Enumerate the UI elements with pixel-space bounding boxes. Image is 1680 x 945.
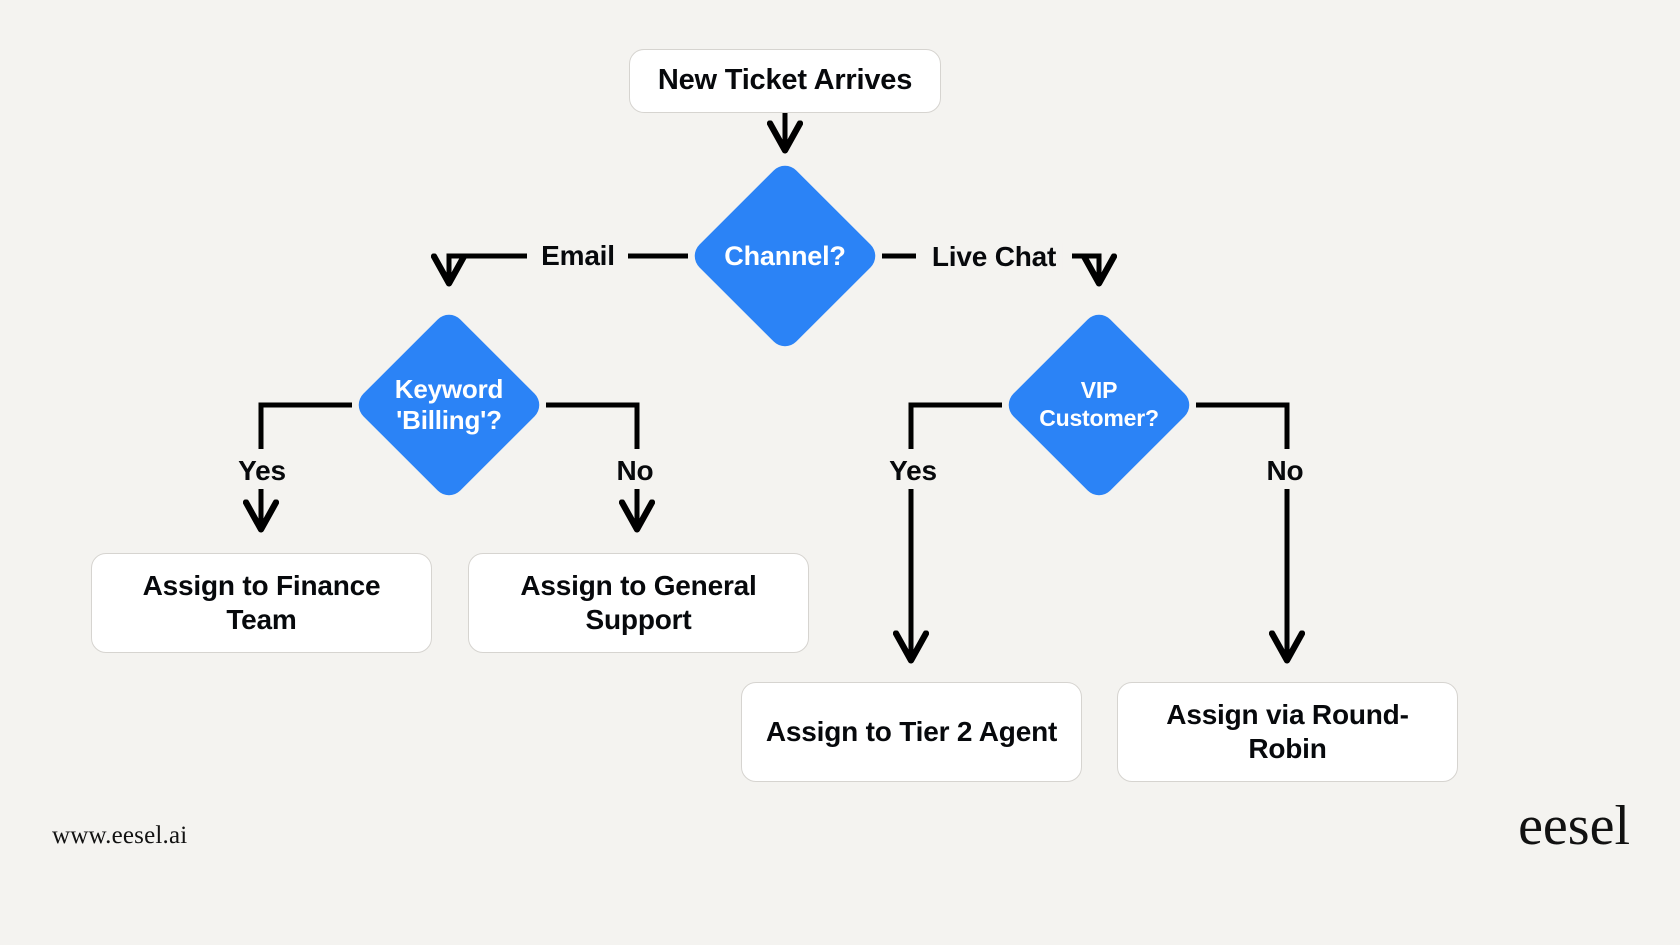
node-channel-decision[interactable]: Channel?	[688, 159, 882, 353]
node-label: Assign to Tier 2 Agent	[765, 715, 1058, 747]
node-assign-to-tier-2-agent[interactable]: Assign to Tier 2 Agent	[741, 682, 1082, 782]
edge-label-keyword-no: No	[609, 457, 661, 485]
eesel-logo: eesel	[1518, 795, 1630, 857]
edge-vip-yes-seg1	[908, 402, 1002, 449]
node-label: Channel?	[724, 240, 846, 271]
node-label: Assign to General Support	[520, 569, 757, 635]
node-assign-to-finance-team[interactable]: Assign to Finance Team	[91, 553, 432, 653]
edge-keyword-no-seg1	[546, 402, 640, 449]
node-label: Assign via Round-Robin	[1166, 698, 1409, 764]
edge-vip-no-seg1	[1196, 402, 1290, 449]
footer-website-url[interactable]: www.eesel.ai	[52, 822, 188, 849]
edge-channel-to-vip-seg2	[1072, 256, 1099, 281]
node-label: VIP Customer?	[1039, 377, 1159, 431]
node-assign-to-general-support[interactable]: Assign to General Support	[468, 553, 809, 653]
node-vip-customer-decision[interactable]: VIP Customer?	[1002, 308, 1196, 502]
edge-channel-to-keyword-seg2	[449, 256, 527, 281]
edge-label-email: Email	[534, 242, 622, 270]
node-label: New Ticket Arrives	[657, 64, 913, 97]
node-new-ticket-arrives[interactable]: New Ticket Arrives	[629, 49, 941, 113]
edge-label-vip-yes: Yes	[882, 457, 944, 485]
edge-keyword-yes-seg1	[258, 402, 352, 449]
node-keyword-billing-decision[interactable]: Keyword 'Billing'?	[352, 308, 546, 502]
node-assign-via-round-robin[interactable]: Assign via Round-Robin	[1117, 682, 1458, 782]
edge-label-keyword-yes: Yes	[231, 457, 293, 485]
edge-label-live-chat: Live Chat	[924, 243, 1064, 271]
node-label: Assign to Finance Team	[142, 569, 381, 635]
node-label: Keyword 'Billing'?	[394, 373, 504, 435]
edge-label-vip-no: No	[1259, 457, 1311, 485]
